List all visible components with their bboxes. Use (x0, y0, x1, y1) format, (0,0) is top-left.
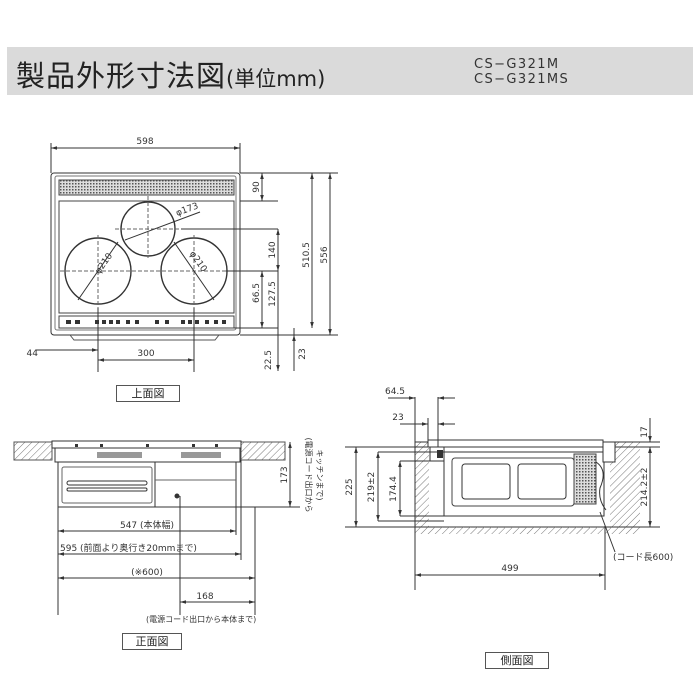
side-top-plate (427, 439, 604, 448)
counter-left (13, 441, 53, 461)
dim-598: 598 (136, 137, 153, 147)
note-cord-length: (コード長600) (613, 552, 673, 563)
note-cord-exit: (電源コード出口から本体まで) (146, 614, 256, 624)
side-vent (573, 453, 597, 505)
control-panel (58, 315, 235, 329)
dim-44: 44 (27, 349, 39, 359)
dim-300: 300 (137, 349, 154, 359)
dim-214-2: 214.2±2 (640, 467, 650, 506)
dim-174-4: 174.4 (389, 476, 399, 502)
dim-499: 499 (501, 564, 518, 574)
dim-64-5: 64.5 (385, 387, 405, 397)
dim-173: 173 (280, 466, 290, 483)
control-buttons (66, 320, 226, 324)
unit-label: (単位mm) (226, 67, 326, 91)
header-bar: 製品外形寸法図(単位mm) CS−G321M CS−G321MS (7, 47, 693, 95)
top-view (36, 143, 338, 372)
front-view-labels: 547 (本体幅) 595 (前面より奥行き20mmまで) (※600) 168… (60, 437, 324, 624)
model-number-2: CS−G321MS (474, 72, 570, 87)
side-view (345, 396, 660, 590)
note-cord-kitchen-1: (電源コード出口から (304, 437, 314, 512)
dim-219: 219±2 (367, 472, 377, 502)
caption-front-view: 正面図 (122, 633, 182, 650)
dim-140: 140 (268, 241, 278, 258)
side-view-labels: 64.5 23 17 225 219±2 174.4 214.2±2 499 (… (345, 387, 673, 574)
model-number-1: CS−G321M (474, 57, 560, 72)
dim-90: 90 (252, 181, 262, 193)
dim-23-side: 23 (392, 413, 403, 423)
counter-right (240, 441, 286, 461)
dim-17: 17 (640, 426, 650, 437)
dim-510-5: 510.5 (302, 242, 312, 268)
cooktop-glass (54, 175, 237, 331)
dim-595: 595 (前面より奥行き20mmまで) (60, 542, 197, 554)
top-vent-grille (58, 179, 235, 196)
dim-556: 556 (320, 246, 330, 263)
wall-front (415, 442, 429, 528)
dim-127-5: 127.5 (268, 281, 278, 307)
dim-225: 225 (345, 478, 355, 495)
note-cord-kitchen-2: キッチンまで) (315, 449, 324, 500)
front-view (13, 440, 300, 615)
page-title: 製品外形寸法図(単位mm) (16, 53, 325, 95)
dim-66-5: 66.5 (252, 283, 262, 303)
title-text: 製品外形寸法図 (16, 59, 227, 93)
glass-plate (58, 200, 235, 314)
caption-side-view: 側面図 (485, 652, 549, 669)
dim-168: 168 (196, 592, 213, 602)
dim-23: 23 (298, 348, 308, 359)
grill-door (61, 466, 153, 504)
caption-top-view: 上面図 (116, 385, 180, 402)
cooktop-outline (50, 172, 241, 336)
dim-22-5: 22.5 (264, 350, 274, 370)
dim-547: 547 (本体幅) (120, 519, 174, 531)
dim-600: (※600) (131, 568, 163, 578)
